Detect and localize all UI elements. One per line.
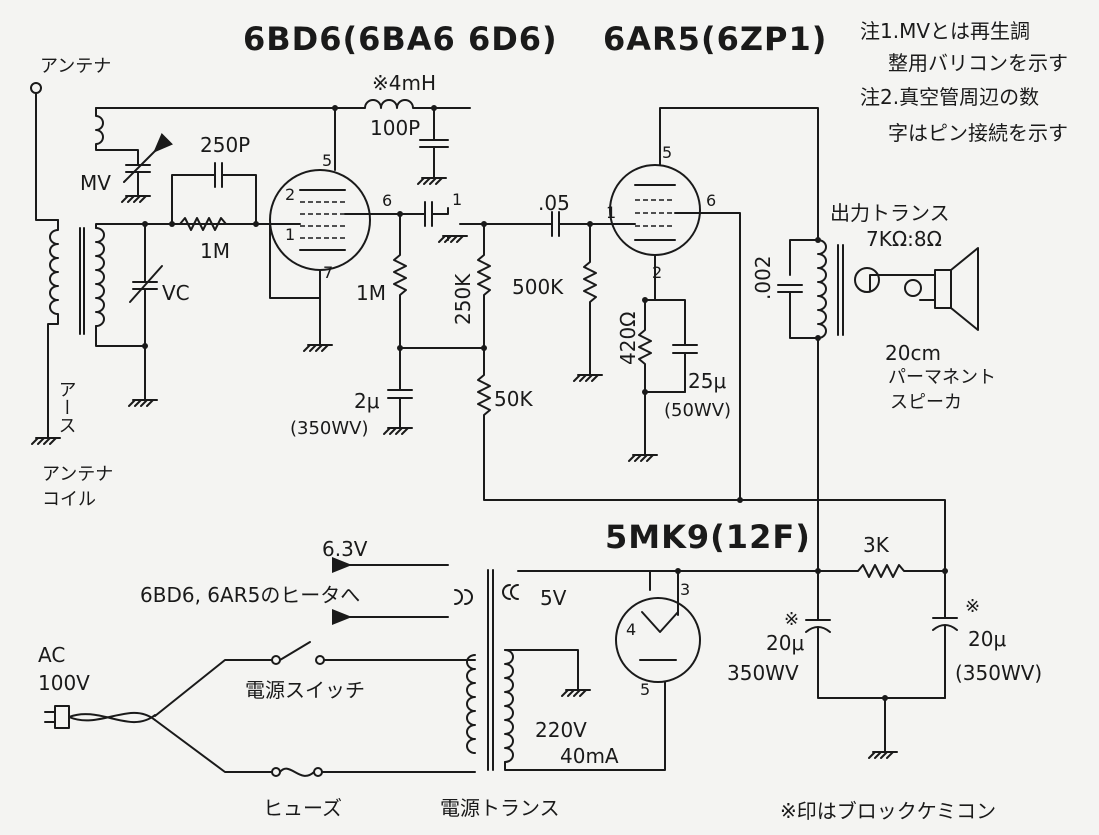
label-c20u-b-wv: (350WV) [955,661,1042,685]
label-c20u-b: 20μ [968,627,1006,651]
label-c05: .05 [538,191,570,215]
label-ac: AC [38,643,65,667]
speaker-icon [934,247,979,331]
label-c25u: 25μ [688,369,726,393]
tube-5mk9 [615,570,701,691]
label-r1m-grid: 1M [200,239,230,263]
tube-6ar5 [609,107,819,503]
label-5v: 5V [540,586,567,610]
label-power-switch: 電源スイッチ [245,678,365,702]
label-earth: アース [56,380,77,434]
tube-label-6bd6: 6BD6(6BA6 6D6) [243,20,558,58]
label-ast-b: ※ [965,596,980,617]
antenna-coil-primary [31,219,61,445]
power-transformer [454,568,819,771]
label-c2u: 2μ [354,389,380,413]
pin-label: 1 [285,225,295,244]
interstage-network [383,201,741,501]
filter-network [739,499,958,759]
pin-label: 4 [626,620,636,639]
label-speaker-size: 20cm [885,341,941,365]
pin-label: 5 [662,143,672,162]
note-1a: 注1.MVとは再生調 [860,19,1030,43]
label-antenna: アンテナ [40,56,111,77]
pin-label: 3 [680,580,690,599]
pin-label: 1 [606,203,616,222]
label-antenna-coil-2: コイル [42,489,96,510]
regeneration-coil [95,107,336,151]
pin-label: 5 [322,151,332,170]
label-output-transformer: 出力トランス [830,201,950,225]
heater-leads [332,557,449,625]
tube-label-6ar5: 6AR5(6ZP1) [603,20,827,58]
label-c2u-wv: (350WV) [290,418,369,439]
label-r3k: 3K [863,533,890,557]
note-block: ※印はブロックケミコン [780,799,996,823]
pin-label: 2 [285,185,295,204]
grid-leak [169,162,259,231]
vc-variable-capacitor [128,221,163,407]
tube-6bd6 [269,107,401,352]
antenna-terminal [30,82,59,221]
rf-choke [332,99,471,185]
label-fuse: ヒューズ [263,796,342,820]
label-r250k: 250K [451,273,475,325]
label-ast-a: ※ [784,609,799,630]
ac-line [44,641,476,777]
tube-label-5mk9: 5MK9(12F) [605,518,811,556]
label-choke: ※4mH [372,71,436,95]
pin-label: 1 [452,190,462,209]
note-2b: 字はピン接続を示す [888,121,1068,145]
label-6-3v: 6.3V [322,537,368,561]
label-220v: 220V [535,718,587,742]
mv-variable-capacitor [121,133,173,203]
label-vc: VC [162,281,190,305]
label-heater: 6BD6, 6AR5のヒータへ [140,583,360,607]
label-impedance: 7KΩ:8Ω [866,227,942,251]
pin-label: 7 [323,263,333,282]
label-r500k: 500K [512,275,564,299]
pin-label: 5 [640,680,650,699]
label-r1m-plate: 1M [356,281,386,305]
output-transformer [777,237,936,571]
label-r50k: 50K [494,387,533,411]
label-c20u-a: 20μ [766,631,804,655]
label-c002: .002 [751,255,775,300]
label-power-transformer: 電源トランス [440,796,560,820]
note-2a: 注2.真空管周辺の数 [860,85,1039,109]
label-speaker-type: パーマネント [888,367,996,388]
label-r420: 420Ω [616,312,640,365]
label-40ma: 40mA [560,744,619,768]
label-speaker: スピーカ [890,392,962,413]
label-100v: 100V [38,671,90,695]
note-1b: 整用バリコンを示す [888,51,1068,75]
label-c25u-wv: (50WV) [664,400,731,421]
pin-label: 6 [706,191,716,210]
label-c100p: 100P [370,116,420,140]
label-c250p: 250P [200,133,250,157]
pin-label: 6 [382,191,392,210]
label-antenna-coil-1: アンテナ [42,464,113,485]
label-c20u-a-wv: 350WV [727,661,799,685]
label-mv: MV [80,171,111,195]
pin-label: 2 [652,263,662,282]
